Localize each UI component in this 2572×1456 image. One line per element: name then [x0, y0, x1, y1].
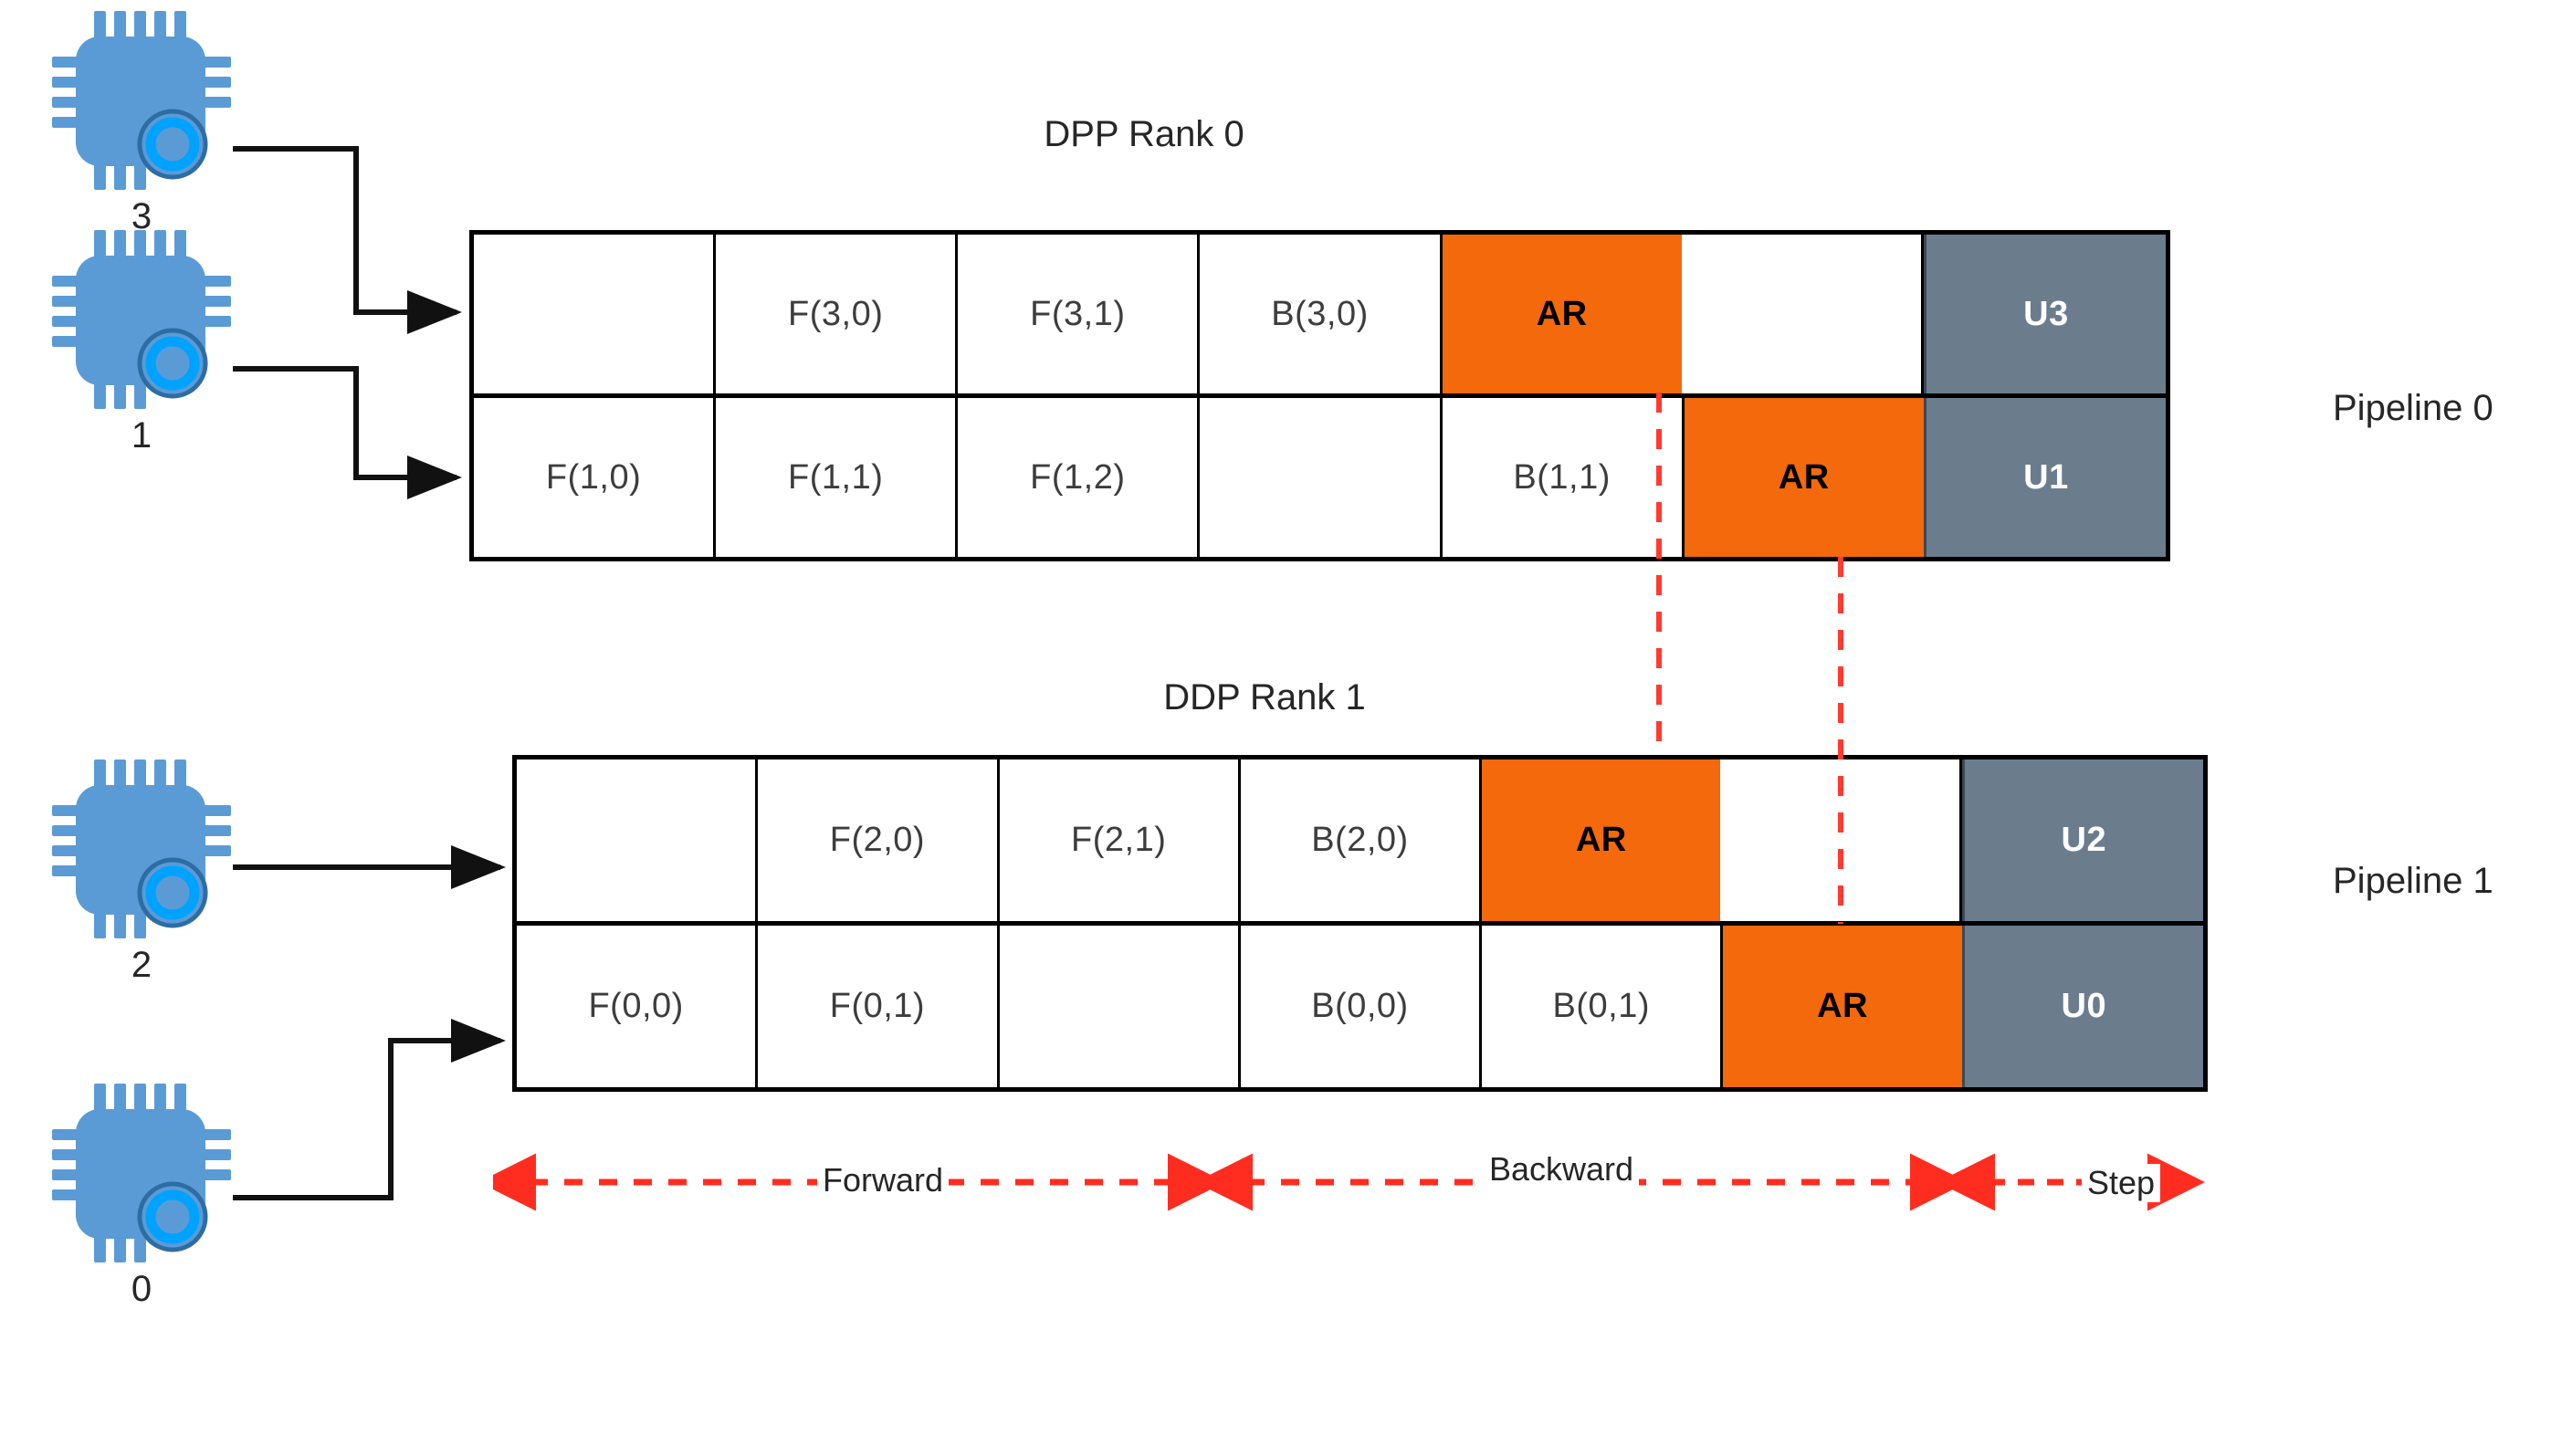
- side-label-pipeline-1: Pipeline 1: [2333, 861, 2493, 901]
- cell-stage1-4[interactable]: B(1,1): [1442, 398, 1685, 557]
- gpu-label-2: 2: [131, 945, 152, 985]
- cell-stage3-update[interactable]: U3: [1923, 235, 2166, 393]
- gpu-label-1: 1: [131, 415, 152, 456]
- side-label-pipeline-0: Pipeline 0: [2333, 388, 2493, 428]
- gpu-node-0[interactable]: 0: [50, 1082, 233, 1309]
- pipeline-table-0: F(3,0) F(3,1) B(3,0) AR U3 F(1,0) F(1,1)…: [469, 230, 2170, 561]
- gpu-node-1[interactable]: 1: [50, 228, 233, 456]
- phase-label-step: Step: [2081, 1164, 2161, 1202]
- table-row: F(3,0) F(3,1) B(3,0) AR U3: [474, 235, 2166, 393]
- cell-stage1-2[interactable]: F(1,2): [958, 398, 1201, 557]
- cell-stage1-allreduce[interactable]: AR: [1684, 398, 1924, 557]
- cell-stage2-3[interactable]: B(2,0): [1240, 759, 1483, 921]
- group-title-dpp-rank-0: DPP Rank 0: [1044, 114, 1244, 154]
- cell-stage0-allreduce[interactable]: AR: [1723, 926, 1962, 1087]
- cell-stage0-update[interactable]: U0: [1961, 926, 2203, 1087]
- wire-gpu0: [233, 1019, 506, 1200]
- table-row: F(0,0) F(0,1) B(0,0) B(0,1) AR U0: [517, 921, 2203, 1087]
- cell-stage1-3[interactable]: [1200, 398, 1443, 557]
- cell-stage2-allreduce[interactable]: AR: [1482, 759, 1721, 921]
- gpu-chip-icon: [52, 230, 231, 409]
- cell-stage2-0[interactable]: [517, 759, 759, 921]
- pipeline-table-1: F(2,0) F(2,1) B(2,0) AR U2 F(0,0) F(0,1)…: [512, 755, 2208, 1092]
- cell-stage0-3[interactable]: B(0,0): [1240, 926, 1483, 1087]
- cell-stage0-1[interactable]: F(0,1): [758, 926, 1000, 1087]
- table-row: F(1,0) F(1,1) F(1,2) B(1,1) AR U1: [474, 393, 2166, 557]
- cell-stage2-2[interactable]: F(2,1): [999, 759, 1241, 921]
- group-title-ddp-rank-1: DDP Rank 1: [1163, 677, 1366, 718]
- phase-label-backward: Backward: [1483, 1150, 1640, 1189]
- cell-stage3-0[interactable]: [474, 235, 717, 393]
- cell-stage3-3[interactable]: B(3,0): [1200, 235, 1443, 393]
- gpu-chip-icon: [52, 1084, 231, 1262]
- cell-stage0-2[interactable]: [999, 926, 1241, 1087]
- cell-stage2-1[interactable]: F(2,0): [758, 759, 1000, 921]
- cell-stage1-0[interactable]: F(1,0): [474, 398, 717, 557]
- gpu-chip-icon: [52, 11, 231, 190]
- table-row: F(2,0) F(2,1) B(2,0) AR U2: [517, 759, 2203, 921]
- cell-stage3-5[interactable]: [1681, 235, 1924, 393]
- gpu-node-2[interactable]: 2: [50, 758, 233, 985]
- cell-stage1-1[interactable]: F(1,1): [716, 398, 959, 557]
- cell-stage3-2[interactable]: F(3,1): [958, 235, 1201, 393]
- cell-stage3-1[interactable]: F(3,0): [716, 235, 959, 393]
- cell-stage1-update[interactable]: U1: [1923, 398, 2166, 557]
- gpu-label-0: 0: [131, 1269, 152, 1309]
- wire-gpu3: [233, 146, 462, 334]
- gpu-node-3[interactable]: 3: [50, 9, 233, 236]
- gpu-label-3: 3: [131, 196, 152, 236]
- cell-stage3-allreduce[interactable]: AR: [1442, 235, 1682, 393]
- phase-label-forward: Forward: [816, 1161, 950, 1199]
- wire-gpu1: [233, 366, 462, 499]
- cell-stage0-0[interactable]: F(0,0): [517, 926, 759, 1087]
- cell-stage2-update[interactable]: U2: [1961, 759, 2203, 921]
- cell-stage2-5[interactable]: [1720, 759, 1962, 921]
- phase-legend-arrows: [493, 1153, 2205, 1211]
- gpu-chip-icon: [52, 759, 231, 938]
- cell-stage0-4[interactable]: B(0,1): [1482, 926, 1724, 1087]
